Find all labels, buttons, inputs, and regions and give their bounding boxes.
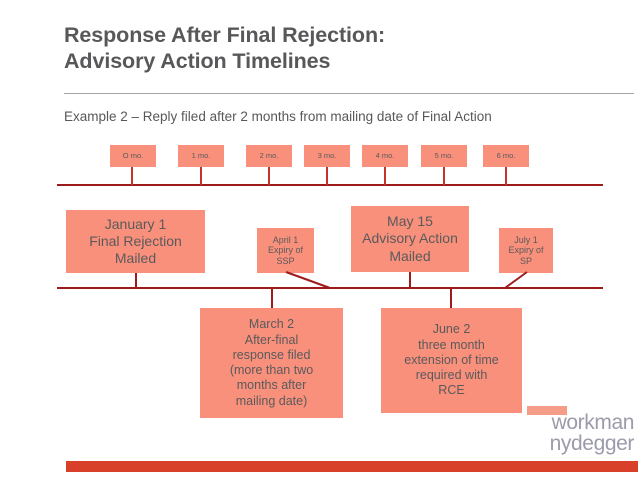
connector-may (409, 272, 411, 288)
logo-wordmark: workman nydegger (538, 411, 635, 455)
event-january-text: January 1 Final Rejection Mailed (89, 215, 182, 267)
tick-stem-1 (200, 167, 202, 185)
page-title-line-2: Advisory Action Timelines (64, 49, 331, 73)
tick-label-2: 2 mo. (246, 145, 292, 167)
timeline-rail-middle (57, 287, 603, 289)
event-april-text: April 1 Expiry of SSP (267, 234, 303, 266)
title-divider (64, 93, 634, 94)
connector-march (271, 288, 273, 308)
tick-stem-5 (443, 167, 445, 185)
tick-stem-4 (384, 167, 386, 185)
event-july-text: July 1 Expiry of SP (508, 234, 544, 266)
timeline-rail-top (57, 184, 603, 186)
event-march-text: March 2 After-final response filed (more… (229, 317, 314, 408)
event-box-april[interactable]: April 1 Expiry of SSP (257, 228, 314, 273)
tick-stem-6 (505, 167, 507, 185)
event-box-june[interactable]: June 2 three month extension of time req… (381, 308, 522, 413)
tick-label-0: O mo. (110, 145, 156, 167)
connector-april (285, 271, 331, 289)
logo-line-2: nydegger (549, 432, 635, 455)
subtitle: Example 2 – Reply filed after 2 months f… (64, 109, 492, 124)
tick-label-1: 1 mo. (178, 145, 224, 167)
event-may-text: May 15 Advisory Action Mailed (362, 213, 458, 264)
connector-january (135, 273, 137, 288)
tick-label-4: 4 mo. (362, 145, 408, 167)
event-box-may[interactable]: May 15 Advisory Action Mailed (351, 206, 469, 272)
event-box-march[interactable]: March 2 After-final response filed (more… (200, 308, 343, 418)
page-title-line-1: Response After Final Rejection: (64, 23, 386, 47)
tick-stem-2 (268, 167, 270, 185)
logo-swatch-icon (527, 406, 567, 415)
tick-label-6: 6 mo. (483, 145, 529, 167)
tick-label-5: 5 mo. (421, 145, 467, 167)
tick-stem-0 (131, 167, 133, 185)
event-box-july[interactable]: July 1 Expiry of SP (499, 228, 553, 273)
connector-june (450, 288, 452, 308)
page-title: Response After Final Rejection: Advisory… (64, 22, 604, 74)
footer-accent-bar (66, 461, 638, 472)
tick-stem-3 (326, 167, 328, 185)
connector-july (504, 271, 528, 289)
event-june-text: June 2 three month extension of time req… (404, 322, 499, 398)
event-box-january[interactable]: January 1 Final Rejection Mailed (66, 210, 205, 273)
tick-label-3: 3 mo. (304, 145, 350, 167)
logo-line-1: workman (551, 411, 635, 434)
